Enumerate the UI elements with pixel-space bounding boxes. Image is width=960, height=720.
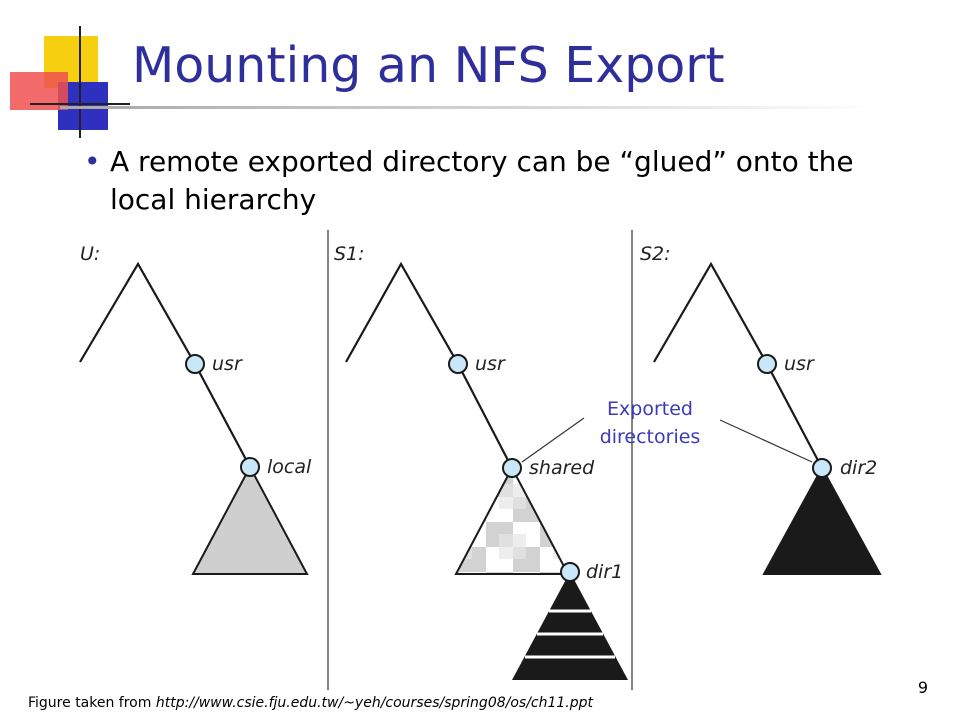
- node-local: [240, 457, 260, 477]
- machine-label-u: U:: [80, 243, 100, 265]
- footer-url[interactable]: http://www.csie.fju.edu.tw/~yeh/courses/…: [155, 695, 594, 711]
- nfs-mount-diagram: U: usr local S1: usr shared dir1 S2: usr…: [79, 230, 882, 690]
- bullet-text: A remote exported directory can be “glue…: [110, 145, 854, 216]
- callout-label-line2: directories: [600, 426, 701, 448]
- bullet-item: • A remote exported directory can be “gl…: [84, 143, 924, 219]
- bullet-marker: •: [84, 145, 101, 178]
- title-underline: [60, 106, 880, 109]
- tree-edge: [345, 261, 513, 469]
- figure-source: Figure taken from http://www.csie.fju.ed…: [28, 695, 593, 711]
- node-usr: [757, 354, 777, 374]
- node-usr: [185, 354, 205, 374]
- callout-leader: [719, 419, 813, 463]
- label-shared: shared: [529, 457, 595, 479]
- footer-prefix: Figure taken from: [28, 695, 156, 711]
- label-usr: usr: [784, 353, 815, 375]
- label-dir2: dir2: [840, 457, 877, 479]
- callout-label-line1: Exported: [607, 398, 693, 420]
- node-dir2: [812, 458, 832, 478]
- slide-title: Mounting an NFS Export: [132, 37, 725, 94]
- label-local: local: [267, 456, 312, 478]
- logo-squares: [10, 26, 130, 138]
- dir2-subtree: [762, 465, 882, 575]
- node-dir1: [560, 562, 580, 582]
- page-number: 9: [917, 678, 928, 697]
- label-dir1: dir1: [586, 561, 623, 583]
- callout-leader: [521, 417, 585, 463]
- tree-edge: [79, 261, 251, 468]
- shared-subtree: [454, 465, 570, 575]
- label-usr: usr: [212, 353, 243, 375]
- node-usr: [448, 354, 468, 374]
- tree-edge: [653, 261, 823, 469]
- machine-label-s2: S2:: [640, 243, 671, 265]
- local-subtree: [191, 464, 309, 575]
- dir1-subtree: [512, 572, 628, 680]
- label-usr: usr: [475, 353, 506, 375]
- node-shared: [502, 458, 522, 478]
- machine-label-s1: S1:: [334, 243, 365, 265]
